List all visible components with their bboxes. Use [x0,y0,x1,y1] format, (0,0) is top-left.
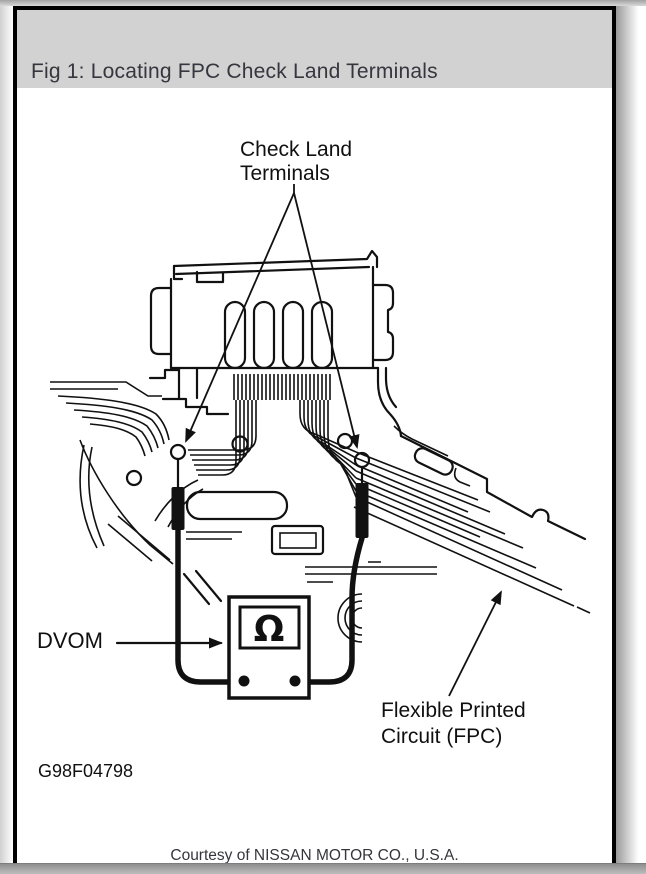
left-page-shadow [0,0,13,874]
test-lead-left [175,527,247,685]
fpc-pointer-arrow [448,590,502,697]
meter-jack-left [238,675,250,687]
probe-tip-right [355,483,369,538]
right-page-shadow [616,0,646,874]
fpc-ribbon-band [353,451,591,614]
fpc-traces-left [50,381,204,565]
figure-code: G98F04798 [38,761,134,781]
figure-title: Fig 1: Locating FPC Check Land Terminals [31,60,438,83]
probe-tip-left [171,487,185,530]
courtesy-line: Courtesy of NISSAN MOTOR CO., U.S.A. [170,847,459,864]
meter-jack-right [289,675,301,687]
test-lead-right [292,535,365,685]
dvom-meter: Ω [227,595,311,700]
fpc-label: Flexible Printed Circuit (FPC) [381,699,526,748]
figure-caption-bar: Fig 1: Locating FPC Check Land Terminals [17,10,612,88]
check-land-terminal-left [169,443,187,461]
leader-arrow-right-terminal [293,192,360,449]
ohm-symbol: Ω [254,609,285,650]
test-probes-and-leads [169,443,371,685]
connector-drawing [148,249,403,438]
horizontal-scrollbar[interactable] [0,863,646,874]
figure-frame: Fig 1: Locating FPC Check Land Terminals [13,6,616,874]
fpc-details-midright [185,490,437,643]
leader-arrow-left-terminal [185,192,295,443]
dvom-label: DVOM [37,628,103,653]
fpc-sheet-edge [393,425,587,541]
leader-arrows [115,184,502,697]
check-land-terminals-label: Check Land Terminals [240,138,353,185]
top-window-edge [0,0,646,6]
fpc-traces-center [188,400,357,498]
